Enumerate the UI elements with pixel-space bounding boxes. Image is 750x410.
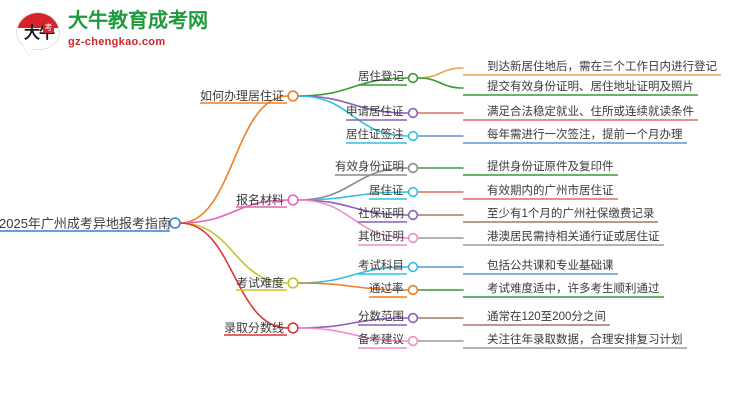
branch-label-4[interactable]: 录取分数线 <box>224 321 285 335</box>
site-logo[interactable]: 大牛 考 大牛教育成考网 gz-chengkao.com <box>14 8 214 60</box>
leaf-label-2-3-1[interactable]: 至少有1个月的广州社保缴费记录 <box>487 208 655 220</box>
sub-label-1-3[interactable]: 居住证签注 <box>346 129 404 141</box>
leaf-label-2-2-1[interactable]: 有效期内的广州市居住证 <box>487 185 614 197</box>
branch-label-1[interactable]: 如何办理居住证 <box>200 89 285 103</box>
sub-label-3-1[interactable]: 考试科目 <box>358 260 404 272</box>
branch-label-2[interactable]: 报名材料 <box>236 193 285 207</box>
leaf-label-2-4-1[interactable]: 港澳居民需持相关通行证或居住证 <box>487 231 660 243</box>
branch-label-3[interactable]: 考试难度 <box>236 276 285 290</box>
sub-label-2-4[interactable]: 其他证明 <box>358 231 404 243</box>
sub-label-2-1[interactable]: 有效身份证明 <box>335 161 404 173</box>
logo-mark-icon: 大牛 考 <box>14 10 62 56</box>
sub-label-4-2[interactable]: 备考建议 <box>358 334 404 346</box>
root-label[interactable]: 2025年广州成考异地报考指南 <box>0 216 171 231</box>
leaf-label-3-2-1[interactable]: 考试难度适中，许多考生顺利通过 <box>487 283 660 295</box>
logo-title: 大牛教育成考网 <box>68 10 208 32</box>
sub-label-3-2[interactable]: 通过率 <box>369 283 404 295</box>
logo-subtitle: gz-chengkao.com <box>68 36 166 48</box>
leaf-label-1-2-1[interactable]: 满足合法稳定就业、住所或连续就读条件 <box>487 106 694 118</box>
logo-text-block: 大牛教育成考网 gz-chengkao.com <box>68 9 218 49</box>
leaf-label-4-2-1[interactable]: 关注往年录取数据，合理安排复习计划 <box>487 334 683 346</box>
logo-badge: 考 <box>43 22 54 33</box>
leaf-label-2-1-1[interactable]: 提供身份证原件及复印件 <box>487 161 614 173</box>
sub-label-2-3[interactable]: 社保证明 <box>358 208 404 220</box>
leaf-label-1-3-1[interactable]: 每年需进行一次签注，提前一个月办理 <box>487 129 683 141</box>
sub-label-4-1[interactable]: 分数范围 <box>358 311 404 323</box>
bubble-tail <box>23 46 35 55</box>
leaf-label-1-1-2[interactable]: 提交有效身份证明、居住地址证明及照片 <box>487 81 694 93</box>
leaf-label-1-1-1[interactable]: 到达新居住地后，需在三个工作日内进行登记 <box>487 61 717 73</box>
sub-label-1-1[interactable]: 居住登记 <box>358 71 404 83</box>
sub-label-1-2[interactable]: 申请居住证 <box>346 106 404 118</box>
leaf-label-4-1-1[interactable]: 通常在120至200分之间 <box>487 311 606 323</box>
leaf-label-3-1-1[interactable]: 包括公共课和专业基础课 <box>487 260 614 272</box>
sub-label-2-2[interactable]: 居住证 <box>369 185 404 197</box>
